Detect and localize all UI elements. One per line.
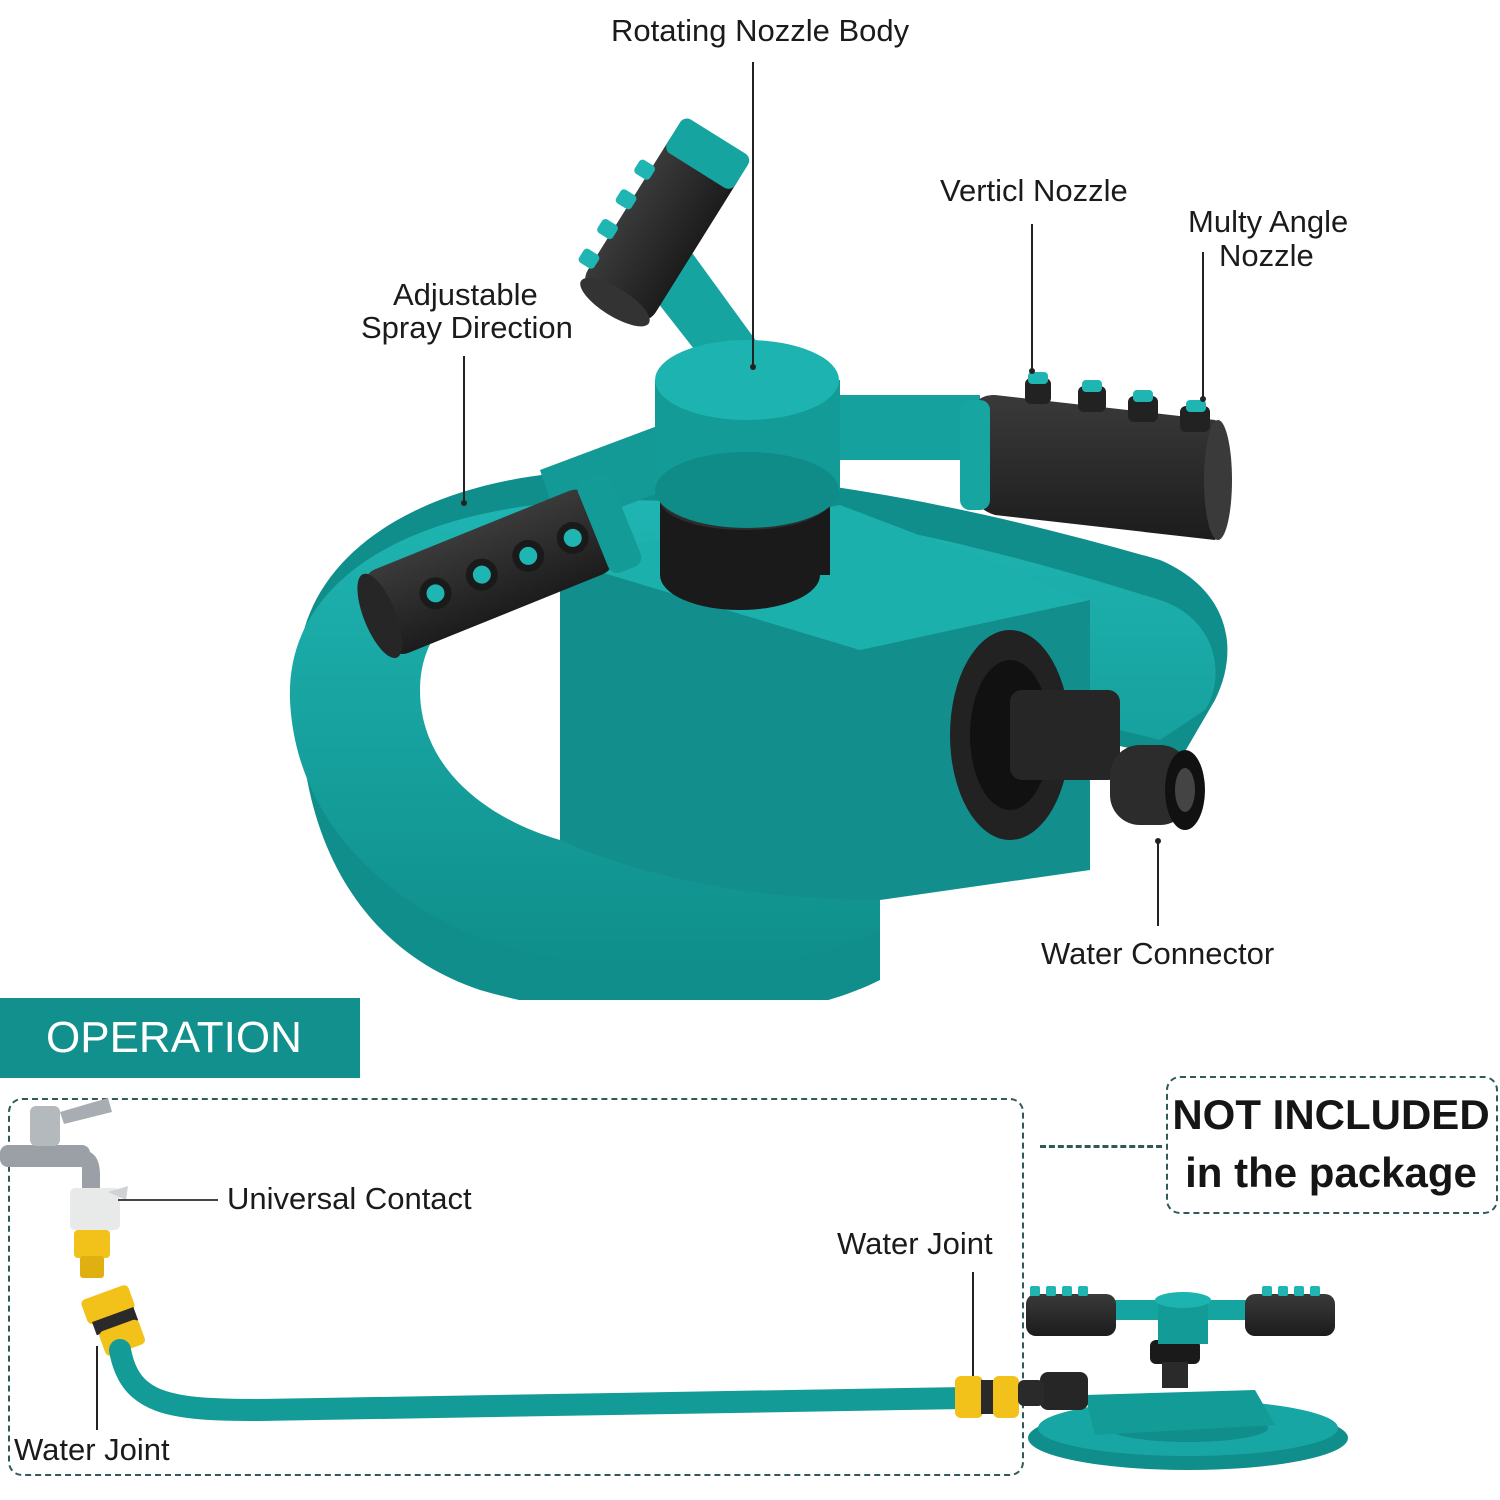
not-included-line2: in the package [1185,1149,1477,1196]
faucet-icon [0,1098,128,1278]
label-multy-angle-line2: Nozzle [1219,238,1314,273]
label-adjustable-line2: Spray Direction [361,310,573,345]
label-adjustable-line1: Adjustable [393,277,538,312]
label-water-joint-right: Water Joint [837,1226,993,1261]
leader-dot [1155,838,1161,844]
leader-dot [1200,396,1206,402]
leader-universal-contact [118,1199,218,1201]
operation-illustration [0,1098,1348,1470]
not-included-line1: NOT INCLUDED [1172,1091,1490,1138]
operation-dashed-box [8,1098,1024,1476]
label-multy-angle-line1: Multy Angle [1188,204,1349,239]
label-water-joint-left: Water Joint [14,1432,170,1467]
leader-rotating-nozzle-body [752,62,754,366]
not-included-connector [1040,1145,1162,1148]
label-rotating-nozzle-body: Rotating Nozzle Body [611,13,910,48]
label-water-connector: Water Connector [1041,936,1275,971]
leader-multy-angle-nozzle [1202,252,1204,398]
leader-dot [1029,368,1035,374]
leader-dot [750,364,756,370]
leader-water-joint-left [96,1346,98,1430]
left-nozzle-cylinder [357,473,642,658]
right-nozzle-cylinder [960,372,1232,540]
leader-adjustable-spray [463,356,465,502]
small-sprinkler [1018,1286,1348,1470]
top-nozzle-cylinder [578,118,750,327]
label-vertical-nozzle: Verticl Nozzle [940,173,1128,208]
leader-water-joint-right [972,1272,974,1376]
not-included-box [1166,1076,1498,1214]
garden-hose [109,1339,976,1422]
leader-vertical-nozzle [1031,224,1033,370]
leader-water-connector [1157,842,1159,926]
water-connector-part [950,630,1205,840]
sprinkler-illustration [289,118,1232,1000]
label-universal-contact: Universal Contact [227,1181,472,1216]
leader-dot [461,500,467,506]
right-hose-joint [955,1376,1019,1418]
operation-title: OPERATION [46,1013,302,1062]
operation-banner [0,998,360,1078]
